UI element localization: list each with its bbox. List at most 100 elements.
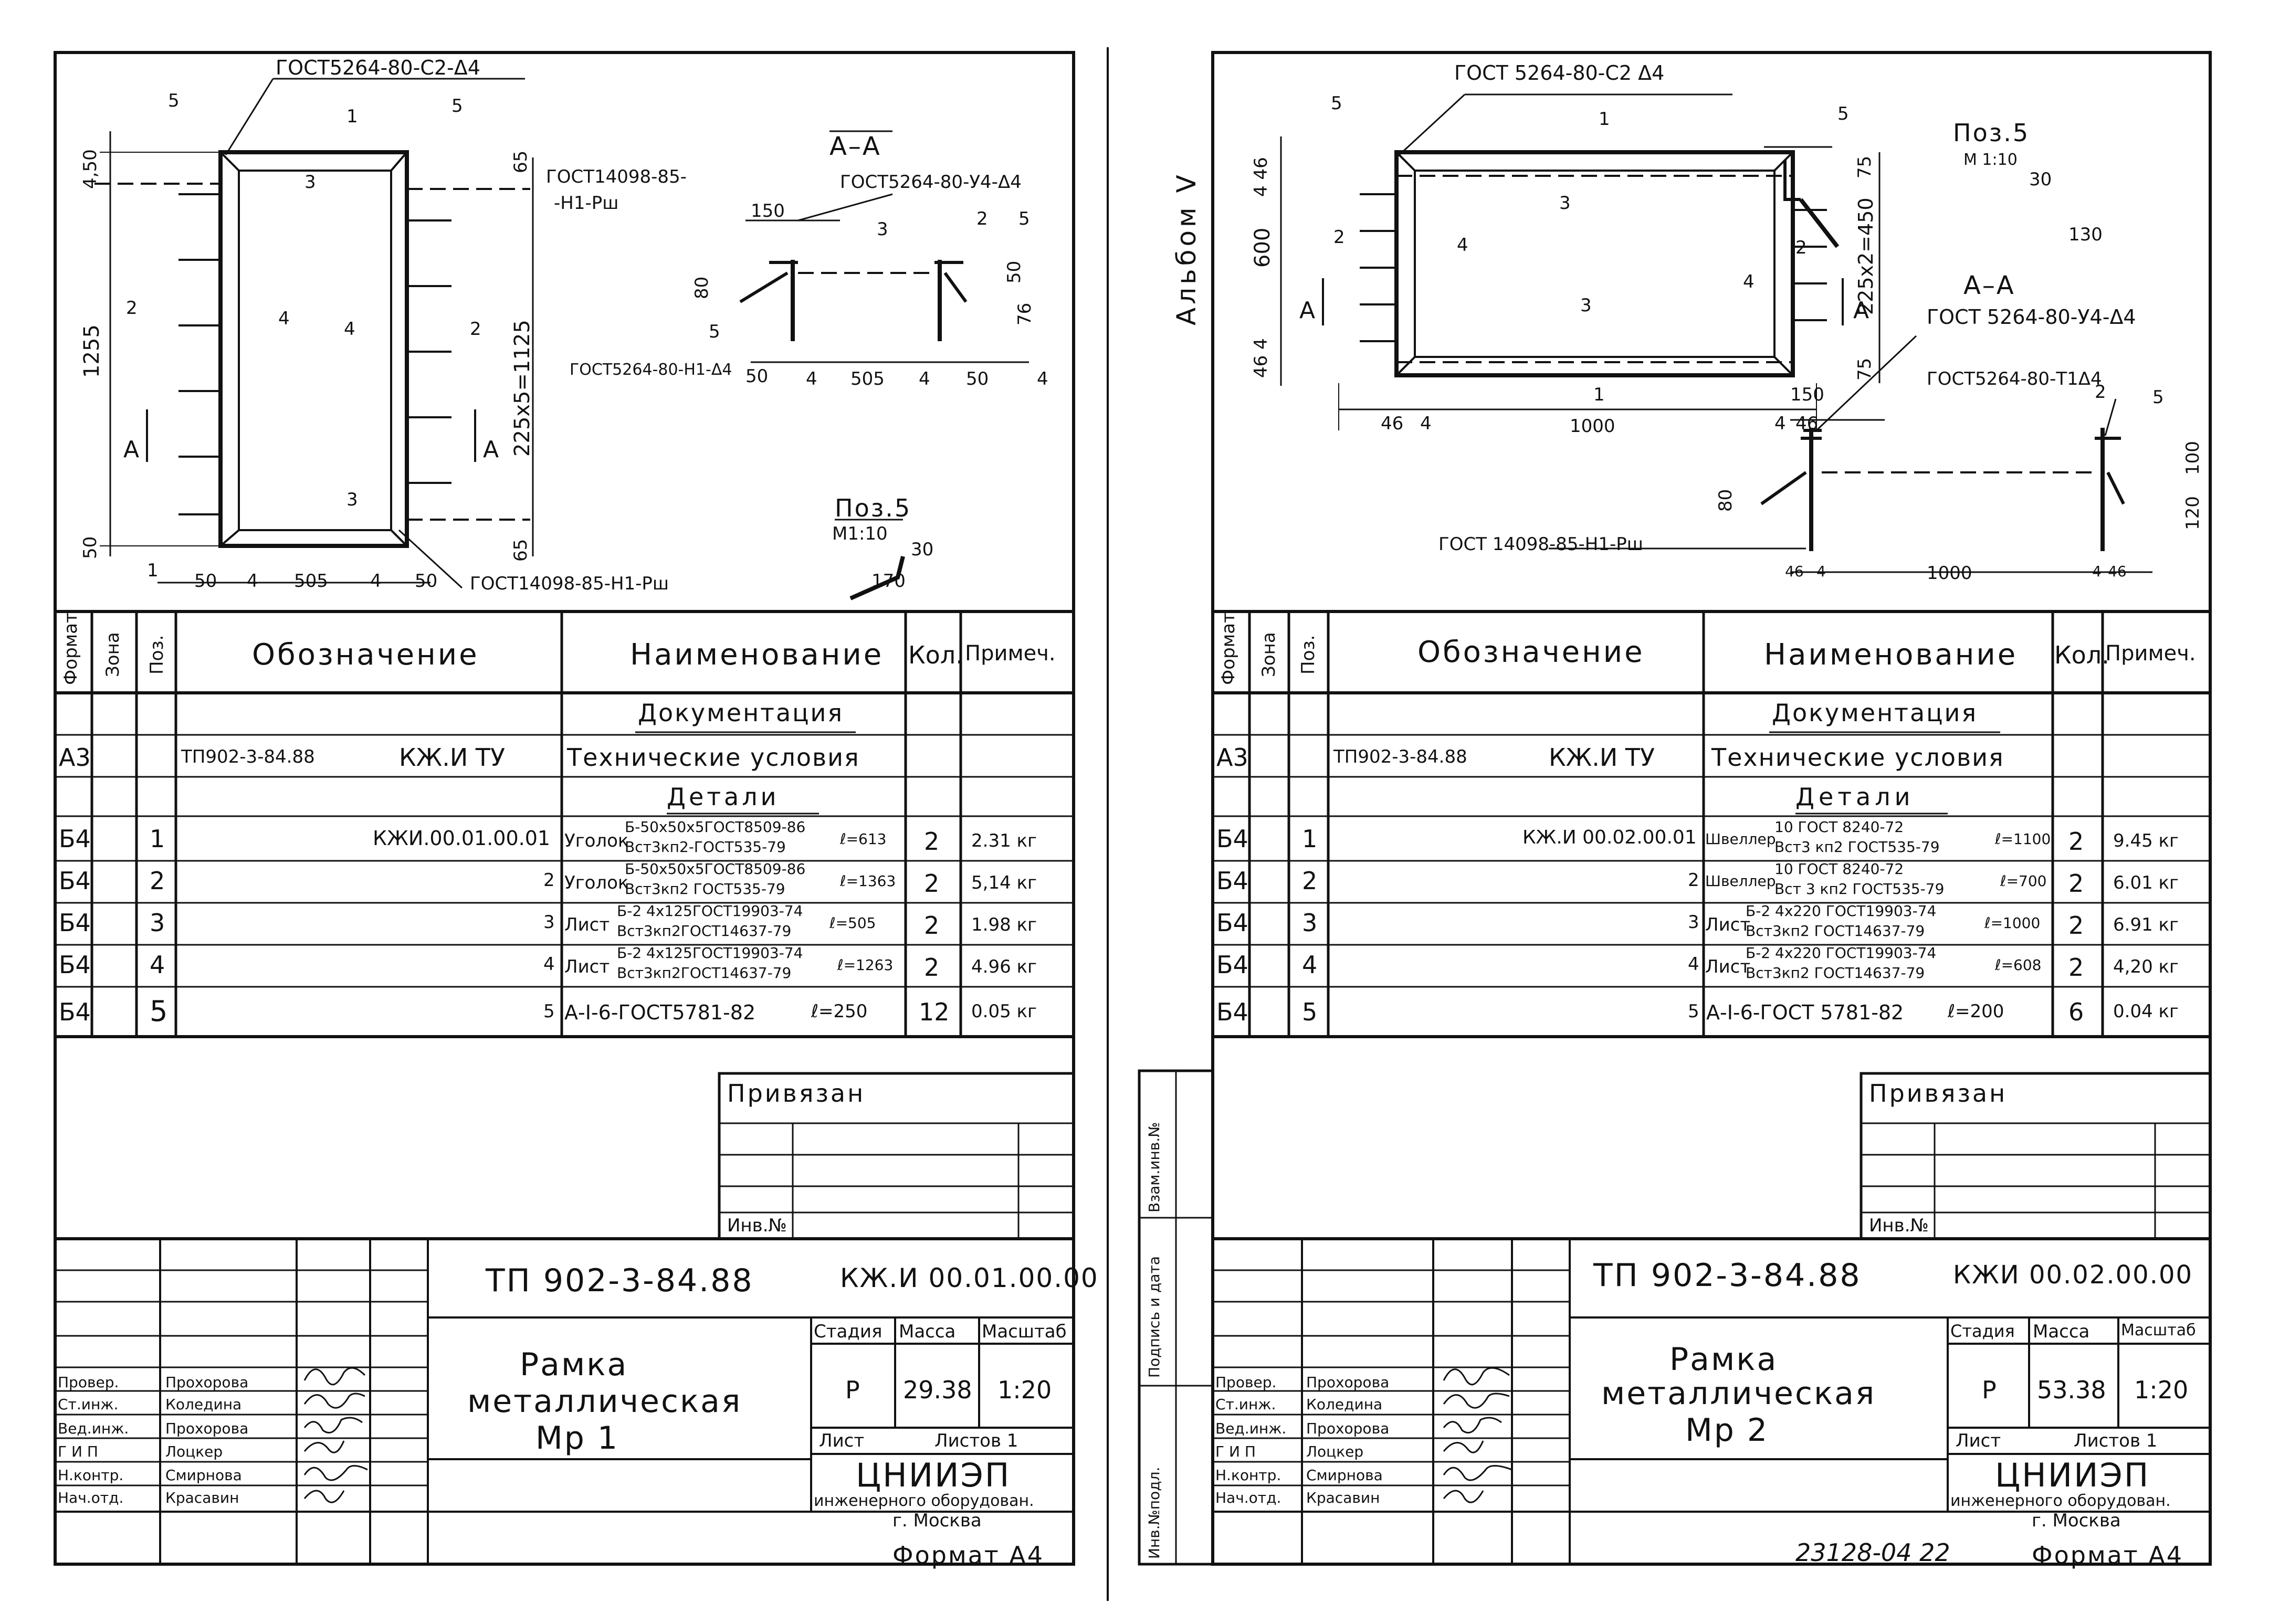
pos-callout: 5: [168, 90, 180, 111]
stage-header: Стадия: [1950, 1321, 2015, 1341]
org-name: ЦНИИЭП: [1995, 1456, 2150, 1494]
col-name: Наименование: [1764, 638, 2018, 672]
doc-mark: КЖ.И ТУ: [1549, 743, 1655, 772]
dim-p130: 130: [2068, 224, 2103, 245]
privyazan-label: Привязан: [727, 1079, 866, 1108]
mass-header: Масса: [2033, 1321, 2090, 1342]
pos-callout: 2: [1333, 227, 1345, 248]
dim-w4a: 4: [1420, 413, 1432, 434]
dim-s50r: 50: [966, 368, 989, 389]
sheet-mr2: Альбом Ⅴ Инв.№подл. Подпись и дата Взам.…: [1108, 0, 2269, 1624]
cut-marker-left: А: [1299, 297, 1317, 324]
dim-w4b: 4: [370, 571, 382, 592]
pos-callout: 5: [709, 321, 720, 342]
pos-callout: 4: [278, 308, 290, 329]
section-parts: Детали: [1795, 783, 1915, 811]
title-line-3: Мр 1: [535, 1420, 619, 1457]
dim-p30: 30: [911, 539, 934, 560]
section-parts: Детали: [667, 783, 780, 811]
pos-callout: 5: [2152, 387, 2164, 408]
dim-s46b: 46: [2108, 563, 2127, 580]
org-line-2: инженерного оборудован.: [814, 1492, 1034, 1510]
pos-callout: 1: [1593, 384, 1605, 405]
drawing-code: КЖ.И 00.01.00.00: [840, 1263, 1099, 1293]
org-city: г. Москва: [892, 1510, 982, 1531]
sheets-header: Листов 1: [934, 1430, 1018, 1451]
sheet-mr2-linework: [1138, 51, 2212, 1566]
gost-weld-h1: ГОСТ5264-80-Н1-Δ4: [570, 361, 732, 379]
col-name: Наименование: [630, 638, 884, 672]
mass-value: 53.38: [2037, 1376, 2106, 1404]
section-title: А–А: [829, 132, 881, 161]
doc-code: ТП902-3-84.88: [1333, 746, 1467, 767]
gost-bottom: ГОСТ14098-85-Н1-Рш: [470, 573, 669, 594]
cut-marker-right: А: [1853, 297, 1871, 324]
dim-p170: 170: [871, 571, 906, 592]
pos-callout: 3: [1580, 295, 1592, 316]
org-name: ЦНИИЭП: [856, 1456, 1011, 1494]
doc-code: ТП902-3-84.88: [181, 746, 315, 767]
scale-value: 1:20: [2134, 1376, 2189, 1404]
gost-section-weld: ГОСТ 5264-80-У4-Δ4: [1927, 305, 2136, 329]
pos5-title: Поз.5: [835, 494, 912, 522]
dim-w46a: 46: [1381, 413, 1404, 434]
dim-s4b: 4: [919, 368, 930, 389]
col-qty: Кол.: [2054, 641, 2109, 669]
pos-callout: 2: [976, 208, 988, 229]
inv-no-label: Инв.№: [1869, 1215, 1929, 1236]
doc-mark: КЖ.И ТУ: [399, 743, 505, 772]
handwritten-signatures: [303, 1367, 368, 1503]
gost-weld-14098a: ГОСТ14098-85-: [546, 166, 687, 187]
format-label: Формат А4: [2032, 1541, 2183, 1569]
dim-s1000: 1000: [1927, 563, 1972, 584]
project-number: ТП 902-3-84.88: [1593, 1257, 1862, 1294]
title-line-1: Рамка: [1669, 1341, 1778, 1378]
title-line-2: металлическая: [1601, 1375, 1876, 1412]
title-line-2: металлическая: [467, 1383, 742, 1420]
dim-s4a: 4: [806, 368, 817, 389]
pos-callout: 3: [346, 489, 358, 510]
mass-value: 29.38: [903, 1376, 972, 1404]
scale-value: 1:20: [997, 1376, 1052, 1404]
col-designation: Обозначение: [1417, 635, 1645, 669]
dim-w50b: 50: [415, 571, 438, 592]
doc-format: А3: [1216, 743, 1248, 772]
pos-callout: 2: [2095, 382, 2106, 403]
sheet-header: Лист: [819, 1430, 865, 1451]
section-documentation: Документация: [1772, 699, 1978, 727]
handwritten-signatures: [1443, 1367, 1512, 1503]
cut-marker-left: А: [123, 436, 141, 463]
section-title: А–А: [1963, 271, 2015, 300]
dim-w4b: 4: [1774, 413, 1786, 434]
pos5-title: Поз.5: [1953, 119, 2030, 147]
pos-callout: 2: [470, 319, 481, 340]
archive-number: 23128-04 22: [1795, 1538, 1950, 1567]
stage-value: Р: [845, 1376, 860, 1404]
doc-name: Технические условия: [1711, 743, 2004, 772]
pos-callout: 4: [1037, 368, 1048, 389]
org-city: г. Москва: [2032, 1510, 2121, 1531]
dim-s150: 150: [751, 201, 785, 222]
dim-w4a: 4: [247, 571, 258, 592]
gost-weld-14098b: -Н1-Рш: [554, 193, 619, 214]
mass-header: Масса: [899, 1321, 956, 1342]
drawing-code: КЖИ 00.02.00.00: [1953, 1260, 2193, 1290]
dim-w505: 505: [294, 571, 328, 592]
col-qty: Кол.: [908, 641, 963, 669]
section-documentation: Документация: [638, 699, 844, 727]
stage-header: Стадия: [814, 1321, 883, 1342]
cut-marker-right: А: [483, 436, 501, 463]
pos5-scale: М 1:10: [1963, 151, 2018, 169]
org-line-2: инженерного оборудован.: [1950, 1492, 2171, 1510]
dim-p30: 30: [2029, 169, 2052, 190]
project-number: ТП 902-3-84.88: [486, 1262, 754, 1299]
privyazan-label: Привязан: [1869, 1079, 2008, 1108]
pos-callout: 4: [344, 319, 355, 340]
dim-w50a: 50: [194, 571, 217, 592]
pos-callout: 1: [1599, 109, 1610, 130]
format-label: Формат А4: [892, 1541, 1044, 1569]
pos-callout: 1: [147, 560, 159, 581]
scale-header: Масштаб: [2121, 1321, 2196, 1340]
pos-callout: 5: [1837, 103, 1849, 124]
pos-callout: 4: [1457, 235, 1468, 256]
